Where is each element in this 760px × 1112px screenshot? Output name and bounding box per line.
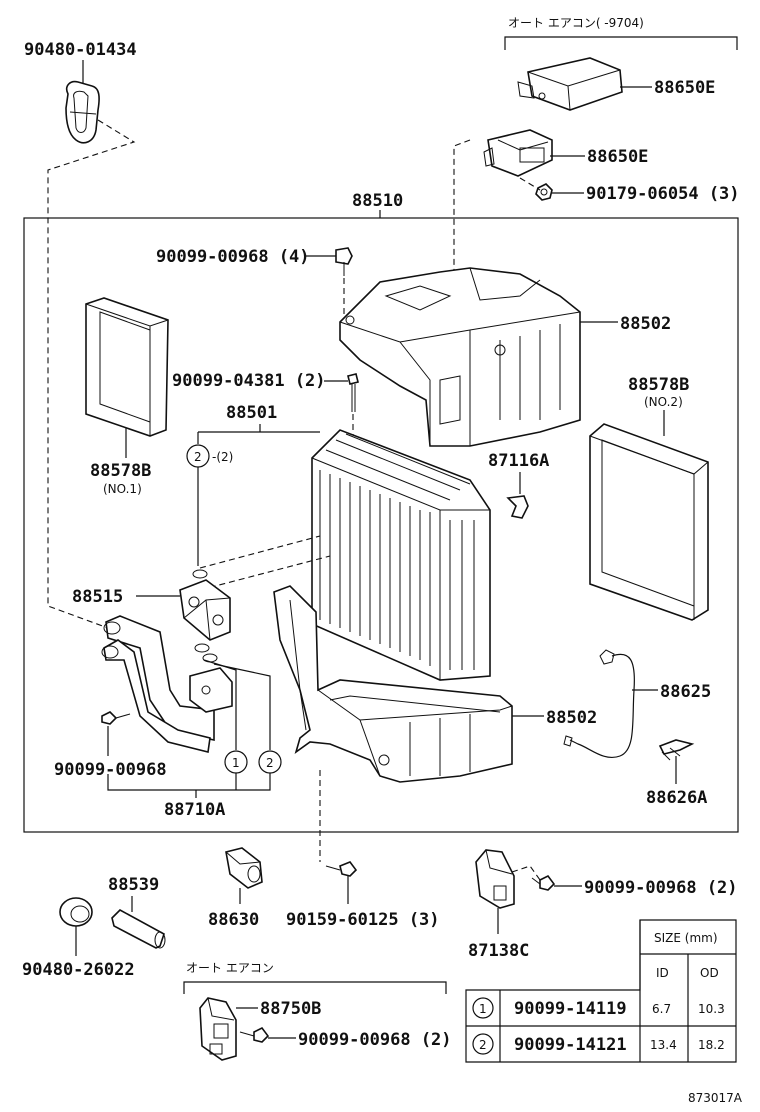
size-row2-id: 13.4 (650, 1038, 677, 1052)
svg-text:2: 2 (479, 1038, 487, 1052)
svg-text:1: 1 (232, 756, 240, 770)
label-88625: 88625 (660, 682, 711, 702)
size-row2-part: 90099-14121 (514, 1035, 627, 1055)
label-90480-01434: 90480-01434 (24, 40, 137, 60)
label-90159-60125: 90159-60125 (3) (286, 910, 440, 930)
label-90099-04381: 90099-04381 (2) (172, 371, 326, 391)
seal-frame-no1-icon (85, 297, 169, 437)
small-screw-icon (101, 711, 131, 725)
lower-case-88502-icon (273, 585, 513, 783)
label-90179-06054: 90179-06054 (3) (586, 184, 740, 204)
top-note-bracket (504, 36, 738, 50)
label-87138C: 87138C (468, 941, 529, 961)
upper-case-88502-icon (339, 267, 581, 447)
label-88539: 88539 (108, 875, 159, 895)
label-88578B-right-note: (NO.2) (644, 395, 683, 409)
size-table (465, 919, 737, 1063)
sensor-88750B-icon (199, 997, 237, 1061)
diagram-code: 873017A (688, 1091, 743, 1105)
label-88626A: 88626A (646, 788, 707, 808)
top-note: オート エアコン( -9704) (508, 16, 644, 30)
screw-icon (335, 247, 353, 276)
size-row1-id: 6.7 (652, 1002, 671, 1016)
label-88502-bottom: 88502 (546, 708, 597, 728)
size-row1-part: 90099-14119 (514, 999, 627, 1019)
screw-right-icon (531, 874, 556, 891)
label-90099-00968-4: 90099-00968 (4) (156, 247, 310, 267)
label-88578B-left-note: (NO.1) (103, 482, 142, 496)
screw-lower-icon (239, 1026, 270, 1043)
label-88578B-left: 88578B (90, 461, 151, 481)
label-90099-00968-2a: 90099-00968 (2) (584, 878, 738, 898)
label-circle2-note: -(2) (212, 450, 233, 464)
size-table-header: SIZE (mm) (654, 931, 718, 945)
nut-icon (535, 183, 553, 201)
size-row2-od: 18.2 (698, 1038, 725, 1052)
evaporator-icon (311, 429, 491, 681)
assembly-frame (23, 217, 739, 833)
label-88750B: 88750B (260, 999, 321, 1019)
label-88510: 88510 (352, 191, 403, 211)
mid-note-bracket (183, 981, 447, 994)
ac-amplifier-bracket-icon (483, 129, 553, 177)
long-screw-icon (347, 373, 359, 412)
servo-motor-icon (475, 849, 515, 909)
sensor-clip-icon (658, 739, 695, 761)
label-90480-26022: 90480-26022 (22, 960, 135, 980)
label-88630: 88630 (208, 910, 259, 930)
grommet-90480-01434-icon (65, 80, 100, 144)
grommet-90480-26022-icon (59, 897, 93, 927)
mid-note: オート エアコン (186, 961, 274, 975)
clip-icon (506, 495, 529, 519)
ac-amplifier-icon (517, 57, 623, 111)
size-row1-mark (472, 997, 494, 1019)
size-table-col-id: ID (656, 966, 669, 980)
tube-assembly-icon (101, 615, 233, 753)
expansion-valve-icon (179, 579, 231, 641)
svg-text:2: 2 (194, 450, 202, 464)
connector-88630-icon (225, 847, 263, 889)
label-88650E-second: 88650E (587, 147, 648, 167)
tapping-screw-icon (325, 861, 358, 877)
label-88578B-right: 88578B (628, 375, 689, 395)
svg-text:1: 1 (479, 1002, 487, 1016)
drain-hose-icon (111, 909, 166, 949)
label-88710A: 88710A (164, 800, 225, 820)
svg-text:2: 2 (266, 756, 274, 770)
label-88515: 88515 (72, 587, 123, 607)
label-88502-top: 88502 (620, 314, 671, 334)
label-88501: 88501 (226, 403, 277, 423)
size-row1-od: 10.3 (698, 1002, 725, 1016)
label-88650E-top: 88650E (654, 78, 715, 98)
label-90099-00968-a: 90099-00968 (54, 760, 167, 780)
label-87116A: 87116A (488, 451, 549, 471)
label-90099-00968-2b: 90099-00968 (2) (298, 1030, 452, 1050)
size-table-col-od: OD (700, 966, 719, 980)
seal-frame-no2-icon (589, 423, 709, 621)
size-row2-mark (472, 1033, 494, 1055)
thermistor-wire-icon (563, 649, 635, 758)
